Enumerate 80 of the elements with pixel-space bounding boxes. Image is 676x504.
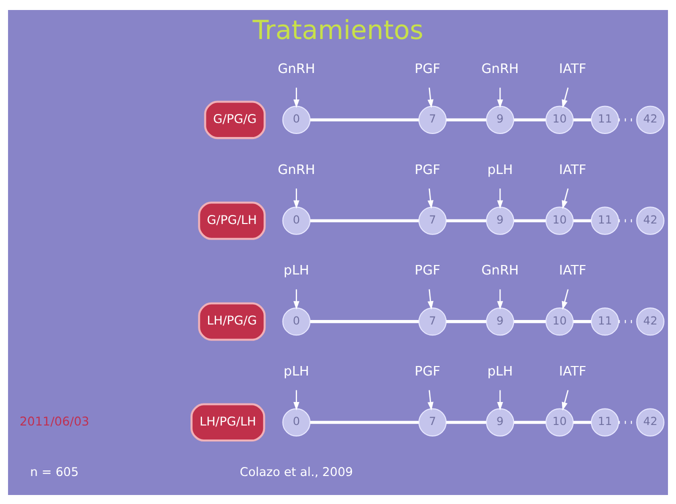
node-box: G/PG/G <box>204 100 266 139</box>
node-circle: 0 <box>282 306 311 336</box>
arrow <box>497 390 504 410</box>
label: 2011/06/03 <box>20 414 90 428</box>
node-circle: 0 <box>282 206 311 234</box>
arrow <box>428 188 434 208</box>
arrow <box>562 188 569 209</box>
node-circle: 10 <box>545 206 574 234</box>
node-circle: 0 <box>282 105 311 134</box>
node-circle: 7 <box>418 206 447 234</box>
node-text: PGF <box>414 61 440 76</box>
node-circle: 11 <box>590 105 620 134</box>
label: Colazo et al., 2009 <box>240 464 353 478</box>
node-text: IATF <box>559 61 586 76</box>
node-box: LH/PG/G <box>198 302 266 340</box>
connector <box>573 420 592 424</box>
node-circle: 7 <box>418 105 447 134</box>
node-circle: 42 <box>636 306 664 336</box>
arrow <box>497 288 504 310</box>
node-text: PGF <box>414 364 440 379</box>
node-circle: 7 <box>418 306 447 336</box>
node-text: IATF <box>559 263 586 278</box>
arrow <box>562 390 569 410</box>
node-circle: 9 <box>486 306 514 336</box>
connector <box>310 118 419 121</box>
arrow <box>293 188 300 208</box>
node-text: pLH <box>487 162 513 178</box>
node-circle: 9 <box>486 206 514 234</box>
arrow <box>293 288 300 310</box>
node-circle: 10 <box>545 408 574 436</box>
connector <box>573 218 592 222</box>
connector <box>573 118 592 121</box>
node-text: GnRH <box>481 263 519 278</box>
node-circle: 0 <box>282 408 311 436</box>
node-text: GnRH <box>278 61 316 76</box>
arrow <box>293 87 300 108</box>
node-circle: 9 <box>486 105 514 134</box>
node-text: GnRH <box>481 61 519 76</box>
node-text: IATF <box>559 162 586 178</box>
node-circle: 42 <box>636 105 664 134</box>
connector <box>310 420 419 424</box>
node-circle: 11 <box>590 306 620 336</box>
arrow <box>428 87 434 108</box>
connector <box>310 320 419 323</box>
arrow <box>562 288 569 310</box>
node-text: PGF <box>414 263 440 278</box>
connector <box>514 420 546 424</box>
connector <box>446 320 486 323</box>
node-circle: 42 <box>636 408 664 436</box>
arrow <box>497 87 504 108</box>
label: n = 605 <box>30 464 79 478</box>
node-text: PGF <box>414 162 440 178</box>
arrow <box>293 390 300 410</box>
connector <box>310 218 419 222</box>
connector <box>514 218 546 222</box>
node-text: pLH <box>284 263 310 278</box>
node-text: pLH <box>487 364 513 379</box>
node-box: G/PG/LH <box>198 201 266 240</box>
node-text: IATF <box>559 364 586 379</box>
connector <box>514 320 546 323</box>
node-circle: 11 <box>590 408 620 436</box>
arrow <box>562 87 569 108</box>
arrow <box>428 390 434 410</box>
node-circle: 9 <box>486 408 514 436</box>
connector <box>573 320 592 323</box>
connector <box>446 118 486 121</box>
node-text: pLH <box>284 364 310 379</box>
diagram-title: Tratamientos <box>252 16 424 46</box>
node-box: LH/PG/LH <box>190 402 266 442</box>
node-circle: 10 <box>545 105 574 134</box>
connector <box>514 118 546 121</box>
node-circle: 42 <box>636 206 664 234</box>
connector <box>446 420 486 424</box>
node-circle: 10 <box>545 306 574 336</box>
arrow <box>428 288 434 310</box>
node-text: GnRH <box>278 162 316 178</box>
arrow <box>497 188 504 208</box>
node-circle: 11 <box>590 206 620 234</box>
node-circle: 7 <box>418 408 447 436</box>
connector <box>446 218 486 222</box>
